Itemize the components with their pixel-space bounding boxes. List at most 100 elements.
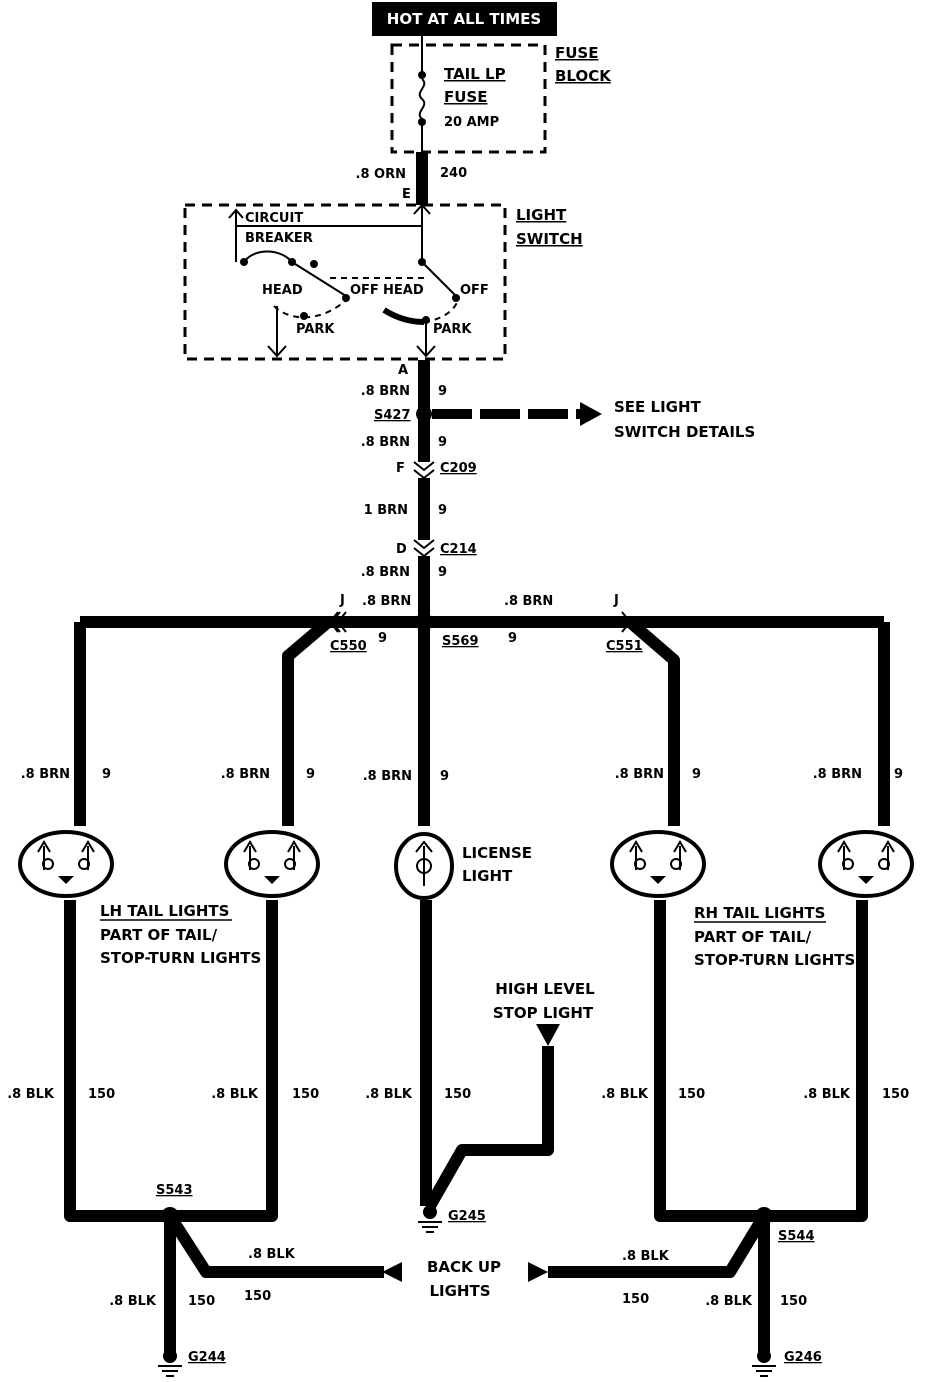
connector-c209-pin: F	[396, 461, 405, 476]
feed-3-gauge: .8 BRN	[363, 769, 412, 784]
fuse-top-terminal	[418, 71, 426, 79]
light-switch-box	[183, 203, 507, 361]
backup-label-2: LIGHTS	[429, 1282, 490, 1300]
backup-wire-left	[164, 1212, 384, 1278]
backup-wire-right	[548, 1212, 770, 1278]
left-off-contact	[342, 294, 350, 302]
connector-c209-label: C209	[440, 461, 477, 476]
lamp-feed-2	[282, 617, 332, 826]
tail-lamp-rh-outer	[818, 830, 914, 898]
left-park-label: PARK	[296, 322, 335, 337]
connector-c550-pin: J	[339, 593, 345, 608]
feed-4-gauge: .8 BRN	[615, 767, 664, 782]
lamp-feed-4	[626, 617, 680, 826]
splice-s427	[416, 406, 432, 422]
feed-1-circuit: 9	[102, 767, 111, 782]
backup-right-circuit: 150	[622, 1292, 649, 1307]
light-switch-label: LIGHT	[516, 206, 567, 224]
right-off-label: OFF	[460, 283, 489, 298]
ground-return-lh	[64, 900, 278, 1222]
brn-b-gauge: .8 BRN	[361, 435, 410, 450]
feed-4-circuit: 9	[692, 767, 701, 782]
splice-s543-label: S543	[156, 1183, 193, 1198]
ground-g244-label: G244	[188, 1350, 226, 1365]
left-head-arrow	[267, 345, 287, 358]
ground-3-gauge: .8 BLK	[365, 1087, 413, 1102]
brn-c-circuit: 9	[438, 503, 447, 518]
rh-tail-label: RH TAIL LIGHTS	[694, 904, 825, 922]
switch-pin-a: A	[398, 363, 408, 378]
breaker-element	[243, 250, 293, 263]
connector-c214-label: C214	[440, 542, 477, 557]
light-switch-label-2: SWITCH	[516, 230, 583, 248]
see-details-label: SEE LIGHT	[614, 398, 702, 416]
backup-left-gauge: .8 BLK	[248, 1247, 296, 1262]
rh-tail-label-2: PART OF TAIL/	[694, 928, 812, 946]
left-switch-blade	[291, 261, 347, 297]
ground-g244-icon	[158, 1349, 182, 1377]
fuse-block-label: FUSE	[555, 44, 598, 62]
ground-4-circuit: 150	[678, 1087, 705, 1102]
see-details-label-2: SWITCH DETAILS	[614, 423, 755, 441]
orn-gauge: .8 ORN	[356, 167, 406, 182]
backup-left-circuit: 150	[244, 1289, 271, 1304]
fuse-block-box	[390, 43, 547, 154]
tail-lamp-lh-inner	[224, 830, 320, 898]
left-head-label: HEAD	[262, 283, 303, 298]
ground-return-rh	[654, 900, 868, 1222]
hot-banner	[372, 2, 557, 36]
connector-c550	[328, 611, 347, 633]
right-park-label: PARK	[433, 322, 472, 337]
g244-gauge: .8 BLK	[109, 1294, 157, 1309]
ground-5-gauge: .8 BLK	[803, 1087, 851, 1102]
connector-c550-outline	[330, 611, 341, 633]
splice-s569-label: S569	[442, 634, 479, 649]
feed-1-gauge: .8 BRN	[21, 767, 70, 782]
left-branch-gauge: .8 BRN	[362, 594, 411, 609]
splice-s544-label: S544	[778, 1229, 815, 1244]
ground-1-circuit: 150	[88, 1087, 115, 1102]
connector-c551-pin: J	[613, 593, 619, 608]
fuse-rating: 20 AMP	[444, 115, 499, 130]
connector-c550-label: C550	[330, 639, 367, 654]
right-off-contact	[452, 294, 460, 302]
brn-b-circuit: 9	[438, 435, 447, 450]
license-light-label: LICENSE	[462, 844, 532, 862]
ground-3-circuit: 150	[444, 1087, 471, 1102]
rh-tail-label-3: STOP-TURN LIGHTS	[694, 951, 855, 969]
connector-c214-pin: D	[396, 542, 407, 557]
left-switch-pivot	[310, 260, 318, 268]
ground-g245-label: G245	[448, 1209, 486, 1224]
high-level-label: HIGH LEVEL	[495, 980, 595, 998]
high-level-stop-connector	[536, 1024, 560, 1046]
ground-4-gauge: .8 BLK	[601, 1087, 649, 1102]
connector-c551-label: C551	[606, 639, 643, 654]
see-details-arrow	[580, 402, 602, 426]
left-park-contact	[300, 312, 308, 320]
fuse-block-label-2: BLOCK	[555, 67, 612, 85]
feed-5-circuit: 9	[894, 767, 903, 782]
orn-circuit: 240	[440, 166, 467, 181]
brn-c-gauge: 1 BRN	[364, 503, 408, 518]
high-level-label-2: STOP LIGHT	[493, 1004, 594, 1022]
brn-d-gauge: .8 BRN	[361, 565, 410, 580]
left-off-label: OFF	[350, 283, 379, 298]
backup-connector-right	[528, 1262, 548, 1282]
license-lamp	[394, 832, 454, 900]
fuse-name: TAIL LP	[444, 65, 506, 83]
backup-label: BACK UP	[427, 1258, 501, 1276]
hot-banner-label: HOT AT ALL TIMES	[387, 10, 541, 28]
feed-5-gauge: .8 BRN	[813, 767, 862, 782]
splice-s427-label: S427	[374, 408, 411, 423]
fuse-name-2: FUSE	[444, 88, 487, 106]
brn-a-circuit: 9	[438, 384, 447, 399]
right-branch-gauge: .8 BRN	[504, 594, 553, 609]
ground-5-circuit: 150	[882, 1087, 909, 1102]
high-level-wire	[424, 1046, 554, 1209]
g246-gauge: .8 BLK	[705, 1294, 753, 1309]
ground-2-circuit: 150	[292, 1087, 319, 1102]
left-branch-circuit: 9	[378, 631, 387, 646]
brn-d-circuit: 9	[438, 565, 447, 580]
breaker-label: CIRCUIT	[245, 211, 303, 226]
